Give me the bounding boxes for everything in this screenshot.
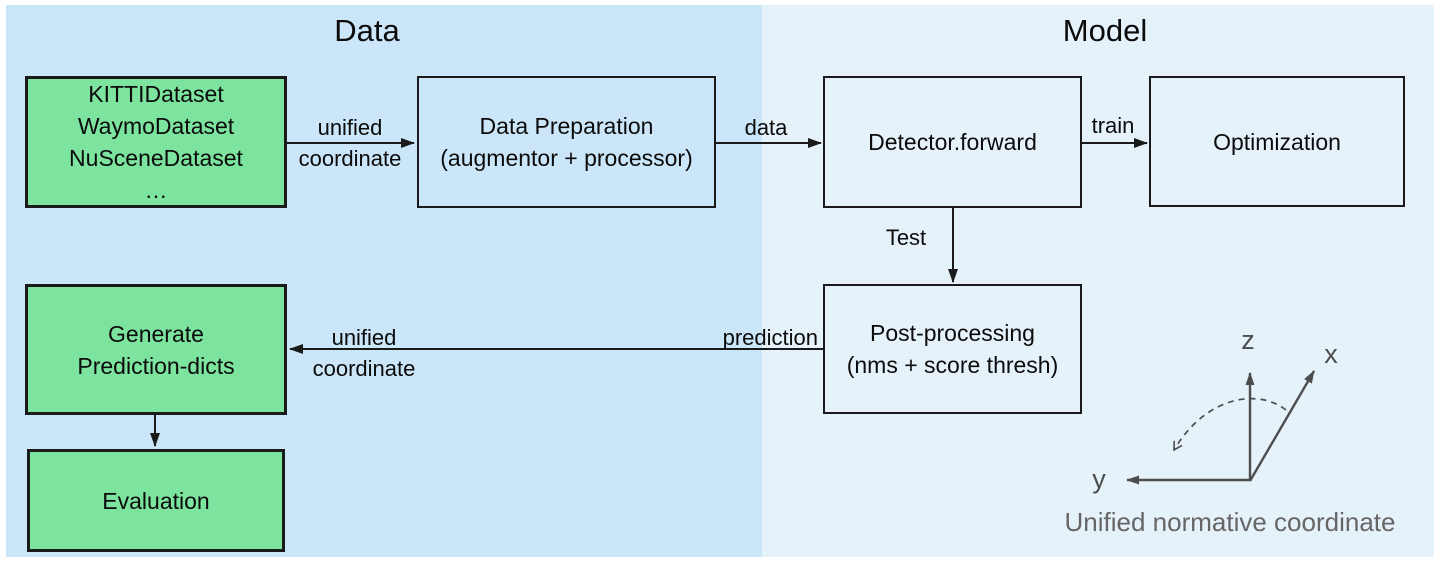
node-optimization-label: Optimization [1213,128,1341,155]
node-detector-forward-label: Detector.forward [868,129,1037,155]
node-post-processing: Post-processing (nms + score thresh) [823,284,1082,414]
node-evaluation-label: Evaluation [102,487,210,514]
node-post-processing-line: Post-processing [870,320,1035,346]
model-section-title: Model [1062,13,1148,48]
node-post-processing-line: (nms + score thresh) [846,352,1059,378]
edge-label-line: coordinate [298,146,402,171]
x-axis [1248,370,1316,482]
node-datasets: KITTIDataset WaymoDataset NuSceneDataset… [25,76,287,208]
node-datasets-line: NuSceneDataset [69,145,243,171]
node-data-preparation: Data Preparation (augmentor + processor) [417,76,716,208]
z-axis-label: z [1241,325,1255,355]
edge-label-data: data [744,115,788,140]
rotation-arc [1173,397,1287,452]
edge-label-prediction: prediction [722,325,818,350]
node-datasets-line: WaymoDataset [77,113,235,139]
node-generate-prediction-dicts: Generate Prediction-dicts [25,284,287,415]
node-data-preparation-line: Data Preparation [479,113,654,139]
data-section-title: Data [334,13,400,48]
node-optimization: Optimization [1149,76,1405,207]
coordinate-axes-figure [1126,370,1316,485]
node-data-preparation-line: (augmentor + processor) [440,145,693,171]
edge-label-line: unified [317,115,383,140]
node-datasets-line: … [144,177,168,203]
node-evaluation: Evaluation [27,449,285,552]
model-section-panel [762,5,1434,557]
coordinate-figure-caption: Unified normative coordinate [1064,507,1396,537]
edge-label-train: train [1091,113,1135,138]
node-generate-line: Generate [108,320,204,347]
node-generate-line: Prediction-dicts [77,352,235,379]
x-axis-label: x [1324,339,1338,369]
node-datasets-line: KITTIDataset [88,81,224,107]
node-detector-forward: Detector.forward [823,76,1082,208]
edge-label-line: coordinate [312,356,416,381]
edge-label-unified-coordinate-in: unified coordinate [288,112,412,174]
edge-label-test: Test [885,225,927,250]
edge-label-line: unified [331,325,397,350]
edge-label-unified-coordinate-out: unified coordinate [300,322,428,384]
y-axis-label: y [1092,464,1106,494]
